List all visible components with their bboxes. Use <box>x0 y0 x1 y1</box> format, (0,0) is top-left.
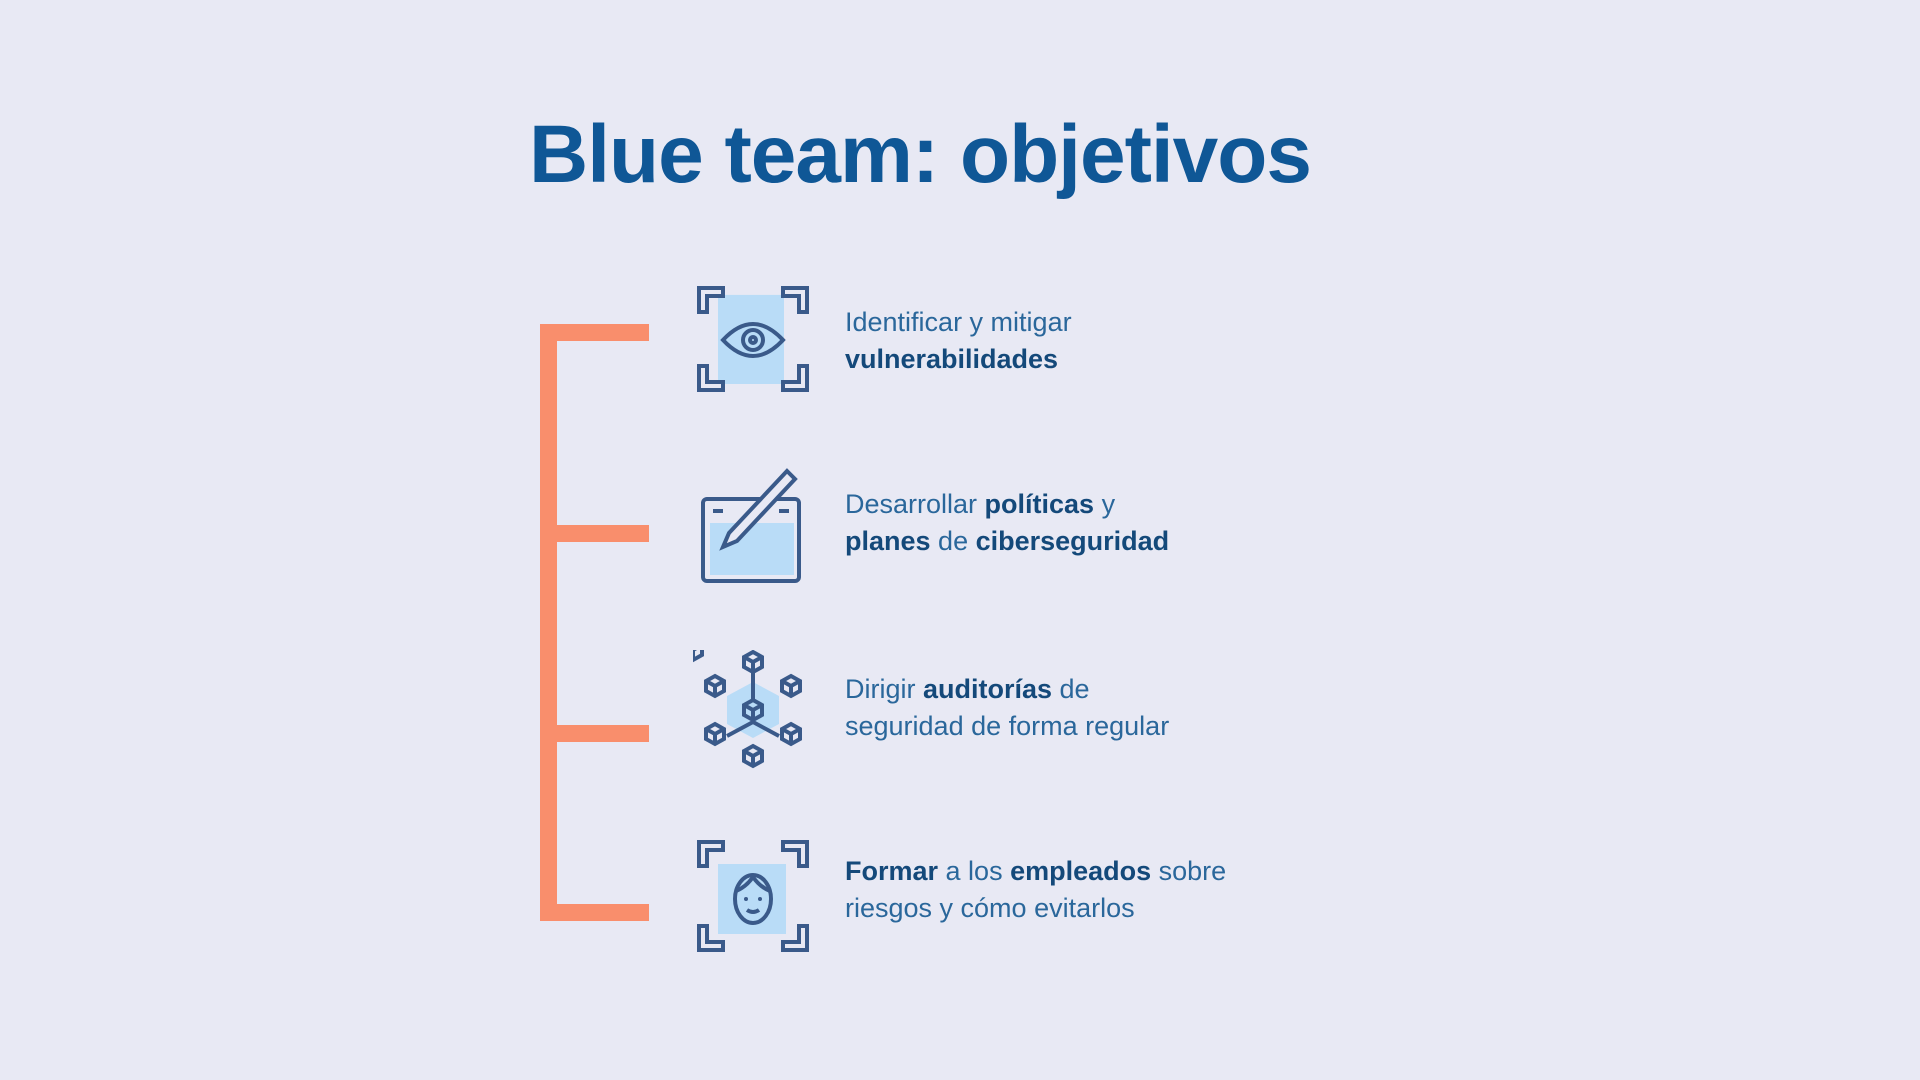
bracket-arm <box>540 324 649 341</box>
page-title: Blue team: objetivos <box>529 109 1312 200</box>
objective-item-4: Formar a los empleados sobre riesgos y có… <box>845 853 1226 927</box>
text-span: riesgos y cómo evitarlos <box>845 893 1135 923</box>
text-span: a los <box>938 856 1011 886</box>
text-span: Identificar y mitigar <box>845 307 1072 337</box>
emphasis-text: Formar <box>845 856 939 886</box>
tablet-pen-icon <box>701 468 801 583</box>
objective-item-1: Identificar y mitigar vulnerabilidades <box>845 304 1072 378</box>
text-span: de <box>1052 674 1090 704</box>
bracket-arm <box>540 725 649 742</box>
bracket-spine <box>540 324 557 921</box>
emphasis-text: ciberseguridad <box>975 526 1170 556</box>
bracket-arm <box>540 525 649 542</box>
text-span: de <box>930 526 976 556</box>
text-span: Desarrollar <box>845 489 985 519</box>
text-span: y <box>1094 489 1116 519</box>
face-scan-icon <box>697 840 809 952</box>
text-span: seguridad de forma regular <box>845 711 1170 741</box>
emphasis-text: planes <box>845 526 931 556</box>
emphasis-text: empleados <box>1010 856 1152 886</box>
emphasis-text: políticas <box>984 489 1095 519</box>
emphasis-text: vulnerabilidades <box>845 344 1059 374</box>
text-span: sobre <box>1151 856 1227 886</box>
network-cubes-icon <box>693 650 802 768</box>
text-span: Dirigir <box>845 674 923 704</box>
bracket-arm <box>540 904 649 921</box>
emphasis-text: auditorías <box>923 674 1053 704</box>
eye-scan-icon <box>697 286 809 392</box>
objective-item-2: Desarrollar políticas y planes de ciberse… <box>845 486 1169 560</box>
objective-item-3: Dirigir auditorías de seguridad de forma … <box>845 671 1169 745</box>
